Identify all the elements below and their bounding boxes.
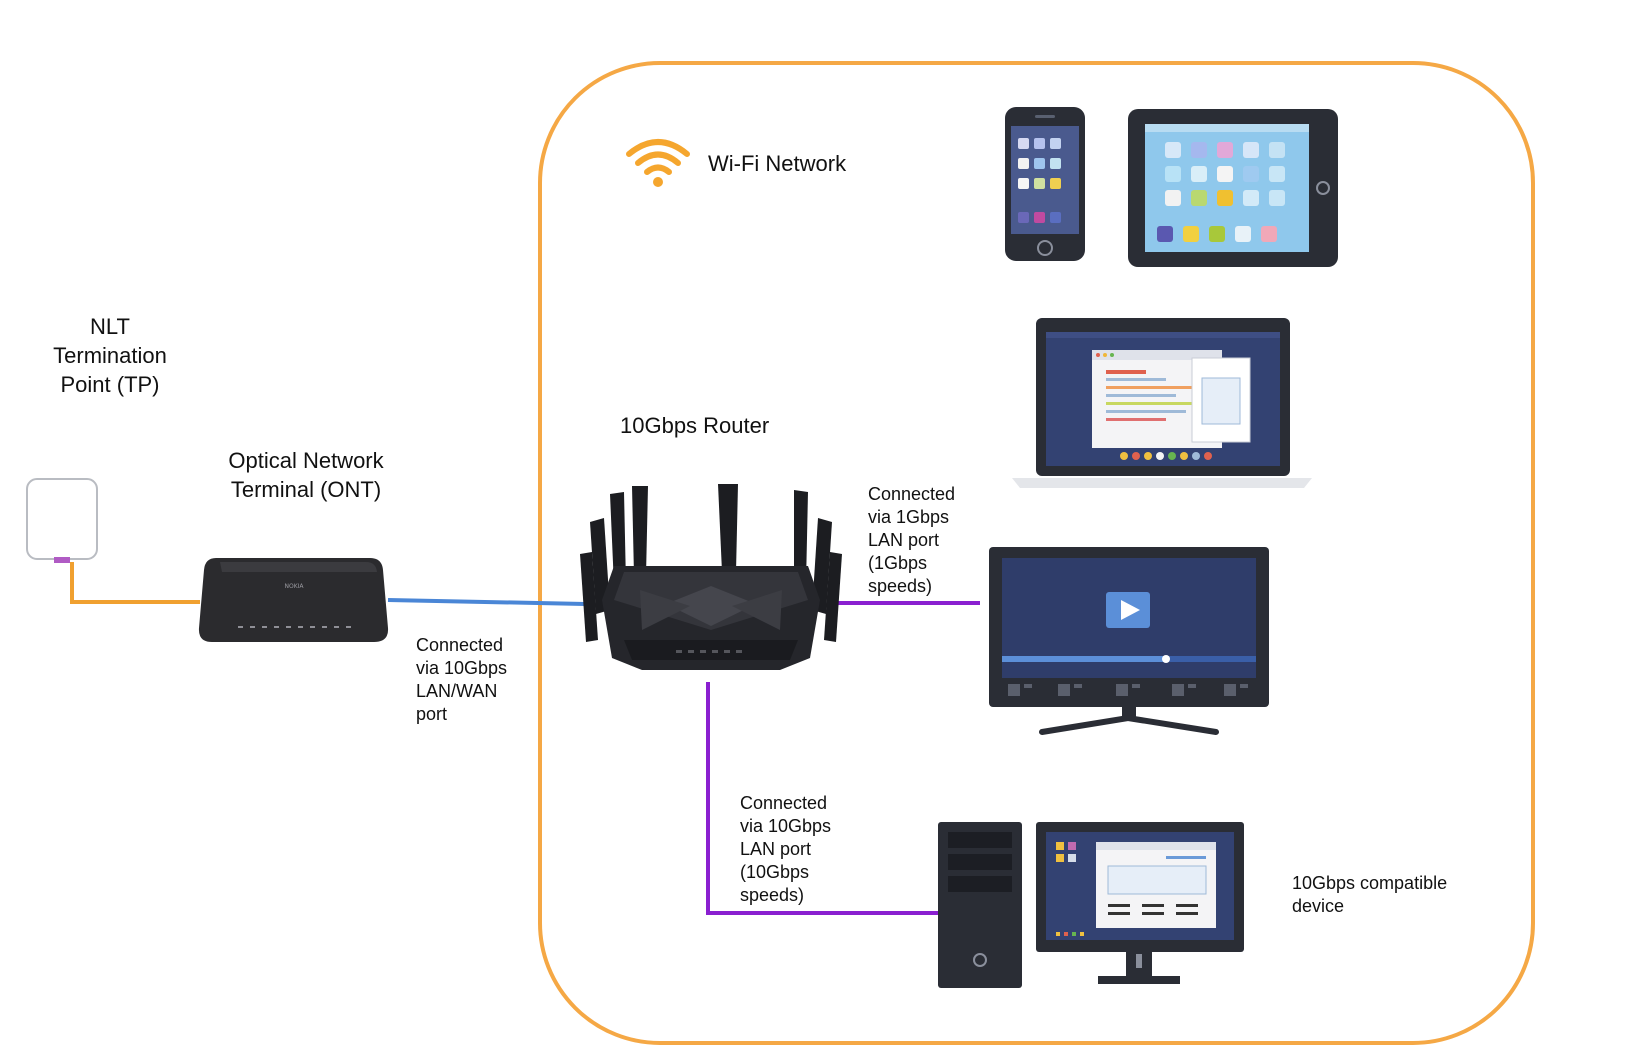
tv-link-label: Connected via 1Gbps LAN port (1Gbps spee…: [868, 484, 956, 596]
pc-device-label: 10Gbps compatible device: [1292, 873, 1448, 916]
ont-device-icon: NOKIA: [198, 558, 389, 642]
svg-text:NOKIA: NOKIA: [284, 583, 304, 590]
link-ont-to-router: [387, 598, 586, 606]
fiber-link-tp-to-ont: [70, 562, 200, 604]
tv-icon: [989, 547, 1269, 735]
smartphone-icon: [1005, 107, 1085, 261]
router-label: 10Gbps Router: [620, 413, 770, 438]
desktop-pc-icon: [938, 822, 1244, 988]
pc-link-label: Connected via 10Gbps LAN port (10Gbps sp…: [740, 793, 832, 905]
nlt-termination-point-label: NLT Termination Point (TP): [53, 314, 167, 397]
wifi-network-title: Wi-Fi Network: [708, 151, 847, 176]
link-router-to-pc: [706, 682, 938, 915]
tablet-icon: [1128, 109, 1338, 267]
wifi-icon: [626, 139, 690, 187]
router-icon: [580, 484, 842, 670]
ont-link-label: Connected via 10Gbps LAN/WAN port: [416, 635, 508, 724]
ont-label: Optical Network Terminal (ONT): [228, 448, 384, 502]
wifi-network-boundary: [538, 61, 1535, 1045]
termination-point-icon: [26, 478, 98, 563]
laptop-icon: [1012, 318, 1312, 488]
